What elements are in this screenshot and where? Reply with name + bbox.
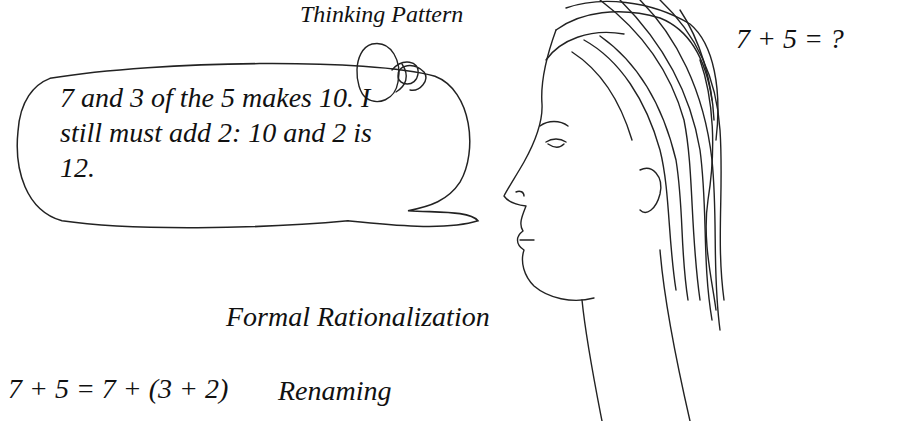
heading: Thinking Pattern <box>300 0 463 29</box>
equation-question: 7 + 5 = ? <box>736 22 844 56</box>
section-heading: Formal Rationalization <box>226 300 490 334</box>
speech-bubble: 7 and 3 of the 5 makes 10. I still must … <box>10 58 480 231</box>
step-name: Renaming <box>278 374 392 408</box>
equation: 7 + 5 = 7 + (3 + 2) <box>8 372 228 406</box>
bubble-text: 7 and 3 of the 5 makes 10. I still must … <box>60 80 405 185</box>
